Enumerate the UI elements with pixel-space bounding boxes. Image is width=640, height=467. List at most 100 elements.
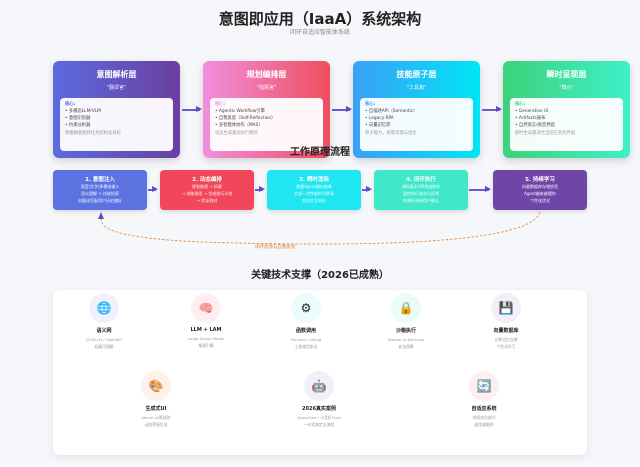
arrow-icon [148, 186, 158, 192]
tech-desc-line: Human-in-the-Loop [387, 337, 425, 342]
tech-desc-line: 推理引擎 [198, 343, 214, 348]
layer-note: 将模糊意图转化为结构化目标 [65, 131, 121, 136]
tech-desc-line: 一句话搞定全流程 [303, 422, 335, 427]
arrow-icon [255, 186, 265, 192]
tech-desc-line: Vercel v0等成熟 [141, 415, 171, 420]
layer-item: • 自然语言/语音界面 [515, 123, 555, 128]
layer-item: • Artifacts画布 [515, 116, 546, 121]
layer-details: 核心: • 自描述API（Semantic）• Legacy RPA• 向量记忆… [360, 98, 473, 151]
workflow-step: 3. 瞬时渲染根据Agent输出结果生成一次性临时UI界面实时交互响应 [267, 170, 361, 210]
layer-item: • 多智能体协作（MAS） [215, 123, 263, 128]
palette-icon: 🎨 [141, 371, 171, 401]
layer-name: 技能原子层 [396, 70, 437, 79]
tech-desc-line: JSON-LD / OpenAPI [86, 337, 122, 342]
arrow-icon [469, 186, 491, 192]
tech-desc-line: 个性化学习 [496, 344, 516, 349]
tech-desc: Large Action Model 推理引擎 [156, 335, 256, 349]
tech-name: 2026真实案例 [302, 406, 336, 412]
layer-card: 意图解析层 "翻译官" 核心: • 多模态LLM/VLM• 意图识别器• 约束分… [53, 61, 180, 158]
tech-name: LLM + LAM [190, 327, 222, 333]
layer-name: 意图解析层 [96, 70, 137, 79]
tech-item: 💾 向量数据库 长期记忆存储个性化学习 [456, 293, 556, 350]
step-line: 向量化匹配用户历史偏好 [78, 198, 122, 203]
step-line: 个性化优化 [530, 198, 550, 203]
layer-note: 原子能力，按需发现与组合 [365, 131, 417, 136]
tech-name: 函数调用 [295, 328, 316, 334]
tech-name: 语义网 [96, 328, 112, 334]
tech-title: 关键技术支撑（2026已成熟） [251, 270, 389, 281]
tech-desc: 长期记忆存储个性化学习 [456, 336, 556, 350]
robot-icon: 🤖 [304, 371, 334, 401]
arrow-icon [182, 106, 202, 112]
page-title: 意图即应用（IaaA）系统架构 [218, 10, 422, 28]
step-line: Agent越来越懂你 [524, 191, 556, 196]
layer-item: • 约束分析器 [65, 123, 91, 128]
tech-desc-line: 持续优化迭代 [472, 415, 496, 420]
layer-nickname: "舞台" [559, 85, 574, 91]
arrow-icon [482, 106, 502, 112]
core-label: 核心: [365, 102, 376, 107]
workflow-step: 4. 闭环执行调用真实API完成操作监控执行状态与异常结果反馈给用户确认 [374, 170, 468, 210]
layer-card: 技能原子层 "工具箱" 核心: • 自描述API（Semantic）• Lega… [353, 61, 480, 158]
tech-desc: 持续优化迭代越用越聪明 [434, 414, 534, 428]
step-line: 语音/文字/多模态输入 [80, 184, 120, 189]
step-title: 2. 动态编排 [192, 177, 222, 183]
step-line: 调用真实API完成操作 [401, 184, 441, 189]
tech-desc: Vercel v0等成熟动态界面生成 [106, 414, 206, 428]
step-title: 3. 瞬时渲染 [299, 177, 329, 183]
tech-item: 🧠 LLM + LAM Large Action Model 推理引擎 [156, 293, 256, 349]
tech-desc: Human-in-the-Loop 安全保障 [356, 336, 456, 350]
step-line: → 验证校对 [196, 198, 218, 203]
feedback-loop-label: 闭环反馈与自我优化 [255, 245, 296, 250]
layer-note: 动态生成最优执行路径 [215, 131, 258, 136]
gear-icon: ⚙ [291, 293, 321, 323]
layer-item: • Agentic Workflow引擎 [215, 109, 265, 114]
layer-name: 瞬时呈现层 [546, 70, 587, 79]
step-line: → 技能调用 → 生成执行计划 [181, 191, 233, 196]
step-line: 根据Agent输出结果 [296, 184, 332, 189]
tech-name: 生成式UI [145, 406, 167, 412]
brain-icon: 🧠 [191, 293, 221, 323]
arrow-icon [332, 106, 352, 112]
page-subtitle: 闭环自适应智能体系统 [289, 29, 350, 36]
tech-desc-line: 长期记忆存储 [494, 337, 518, 342]
layer-details: 核心: • Agentic Workflow引擎• 自我反思（Self-Refl… [210, 98, 323, 151]
step-title: 4. 闭环执行 [406, 177, 436, 183]
workflow-title: 工作原理流程 [290, 147, 350, 158]
core-label: 核心: [515, 102, 526, 107]
tech-item: 🎨 生成式UI Vercel v0等成熟动态界面生成 [106, 371, 206, 428]
step-line: 结果反馈给用户确认 [403, 198, 439, 203]
layer-item: • 向量记忆库 [365, 123, 391, 128]
tech-desc-line: 安全保障 [398, 344, 414, 349]
workflow-step: 1. 意图注入语音/文字/多模态输入语义理解 + 技能检索向量化匹配用户历史偏好 [53, 170, 147, 210]
step-line: 规划推理 → 拆解 [192, 184, 222, 189]
tech-name: 沙箱执行 [395, 328, 416, 334]
layer-item: • 自描述API（Semantic） [365, 109, 418, 114]
layer-nickname: "翻译官" [106, 85, 127, 91]
layer-nickname: "指挥官" [256, 85, 277, 91]
tech-name: 向量数据库 [493, 328, 519, 334]
step-line: 监控执行状态与异常 [403, 191, 439, 196]
layer-item: • Generative UI [515, 109, 549, 114]
floppy-icon: 💾 [491, 293, 521, 323]
tech-desc-line: Large Action Model [187, 336, 225, 341]
tech-desc-line: 工具使用协议 [294, 344, 318, 349]
layer-item: • 意图识别器 [65, 116, 91, 121]
layer-item: • 自我反思（Self-Reflection） [215, 116, 276, 121]
core-label: 核心: [65, 102, 76, 107]
tech-name: 自适应系统 [471, 406, 497, 412]
layer-note: 即时生成最适合当前任务的界面 [515, 131, 576, 136]
step-title: 5. 持续学习 [525, 177, 555, 183]
layer-nickname: "工具箱" [406, 85, 427, 91]
layer-details: 核心: • 多模态LLM/VLM• 意图识别器• 约束分析器 将模糊意图转化为结… [60, 98, 173, 151]
layer-card: 规划编排层 "指挥官" 核心: • Agentic Workflow引擎• 自我… [203, 61, 330, 158]
globe-icon: 🌐 [89, 293, 119, 323]
